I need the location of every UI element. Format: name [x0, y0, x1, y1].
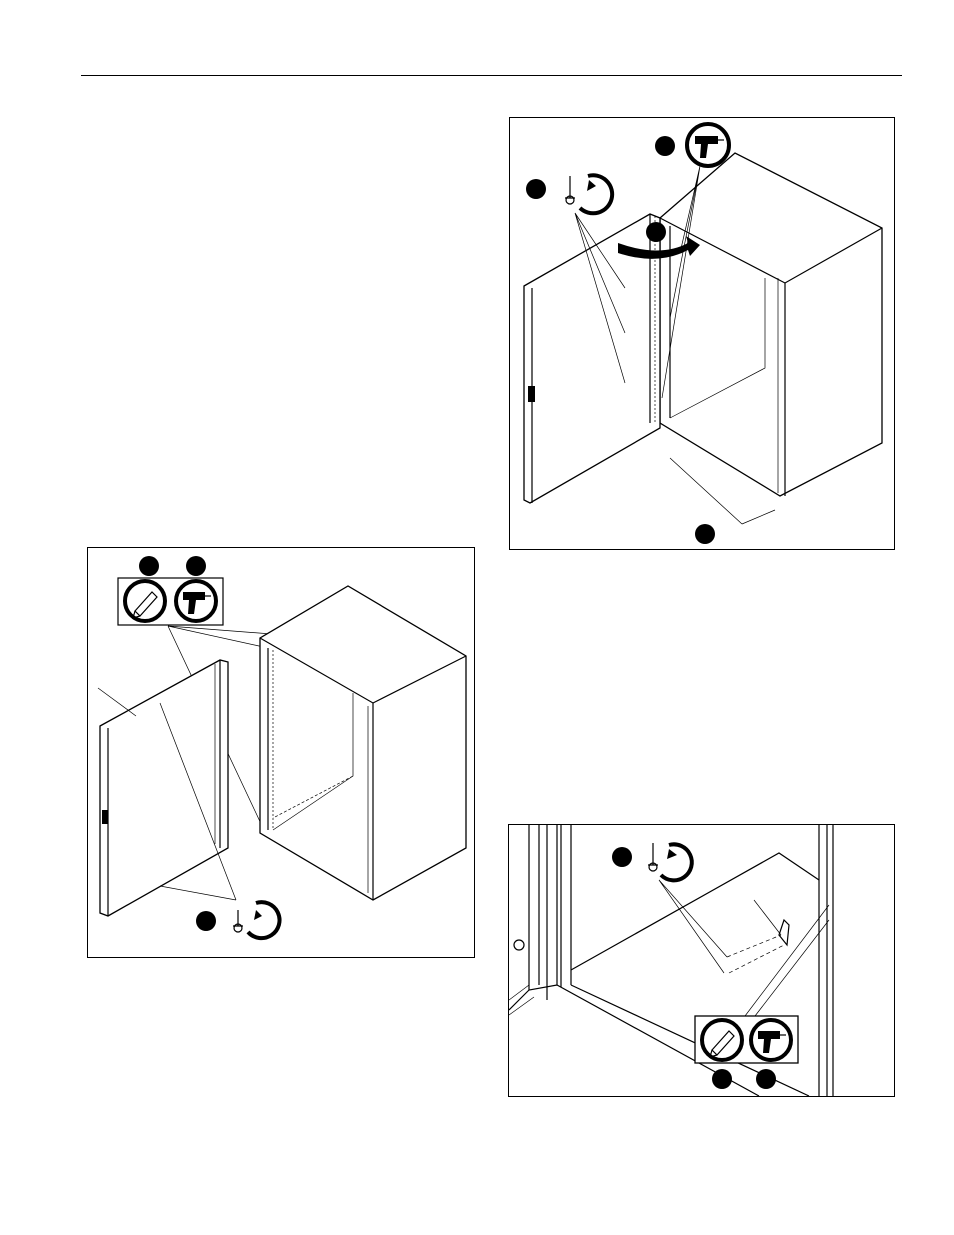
label-leader	[98, 688, 136, 716]
figure-door-attach-rotate	[509, 117, 895, 550]
cabinet	[260, 586, 466, 900]
shelf-bracket	[779, 920, 789, 945]
screwdriver-rotate-icon	[233, 902, 280, 938]
callout-marker	[196, 911, 216, 931]
drill-icon	[176, 581, 216, 621]
cabinet	[660, 153, 882, 496]
screwdriver-rotate-icon	[565, 175, 612, 213]
pencil-icon	[702, 1020, 742, 1060]
drill-icon	[751, 1020, 791, 1060]
figure-shelf-bracket-install	[508, 824, 895, 1097]
header-rule	[81, 75, 902, 76]
drill-icon	[687, 124, 729, 166]
callout-marker	[646, 222, 666, 242]
figure-b-illustration	[510, 118, 894, 549]
callout-marker	[712, 1069, 732, 1089]
cabinet-door	[100, 660, 228, 916]
callout-marker	[526, 179, 546, 199]
callout-marker	[139, 556, 159, 576]
screwdriver-rotate-icon	[648, 843, 692, 880]
figure-door-hinge-mounting	[87, 547, 475, 958]
callout-marker	[756, 1069, 776, 1089]
callout-marker	[655, 136, 675, 156]
figure-a-illustration	[88, 548, 474, 957]
figure-c-illustration	[509, 825, 894, 1096]
pencil-icon	[125, 581, 165, 621]
callout-marker	[186, 556, 206, 576]
callout-marker	[612, 847, 632, 867]
callout-marker	[695, 524, 715, 544]
